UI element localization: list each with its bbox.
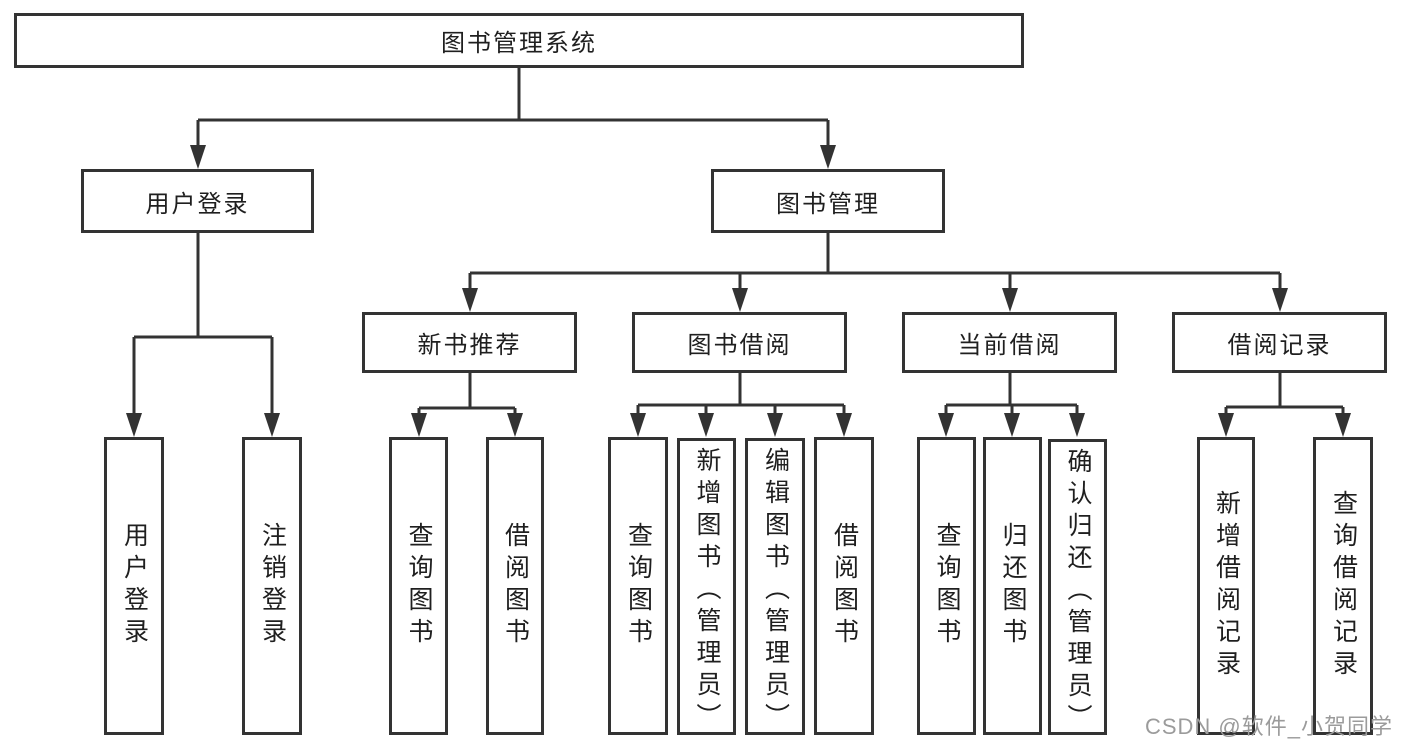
leaf-logout: 注销登录 bbox=[242, 437, 302, 735]
connector-book-borrow-branch bbox=[636, 373, 846, 419]
arrowhead-down-icon bbox=[264, 413, 280, 437]
node-book-borrow: 图书借阅 bbox=[632, 312, 847, 373]
leaf-query-books-borrow: 查询图书 bbox=[608, 437, 668, 735]
arrowhead-down-icon bbox=[190, 145, 206, 169]
leaf-user-login: 用户登录 bbox=[104, 437, 164, 735]
connector-borrow-records-branch bbox=[1224, 373, 1345, 419]
leaf-add-book-admin: 新增图书（管理员） bbox=[677, 438, 736, 735]
node-book-management-module: 图书管理 bbox=[711, 169, 945, 233]
csdn-watermark: CSDN @软件_小贺同学 bbox=[1144, 714, 1393, 739]
node-root-system: 图书管理系统 bbox=[14, 13, 1024, 68]
arrowhead-down-icon bbox=[938, 413, 954, 437]
connector-user-login-branch bbox=[132, 233, 274, 419]
arrowhead-down-icon bbox=[1335, 413, 1351, 437]
arrowhead-down-icon bbox=[462, 288, 478, 312]
node-new-book-recommend: 新书推荐 bbox=[362, 312, 577, 373]
arrowhead-down-icon bbox=[698, 413, 714, 437]
leaf-query-books-recommend: 查询图书 bbox=[389, 437, 448, 735]
arrowhead-down-icon bbox=[411, 413, 427, 437]
arrowhead-down-icon bbox=[1272, 288, 1288, 312]
arrowhead-down-icon bbox=[1004, 413, 1020, 437]
leaf-borrow-books-recommend: 借阅图书 bbox=[486, 437, 544, 735]
connector-current-borrow-branch bbox=[944, 373, 1079, 419]
arrowhead-down-icon bbox=[1069, 413, 1085, 437]
connector-new-book-branch bbox=[417, 373, 517, 419]
arrowhead-down-icon bbox=[507, 413, 523, 437]
leaf-edit-book-admin: 编辑图书（管理员） bbox=[745, 438, 805, 735]
arrowhead-down-icon bbox=[836, 413, 852, 437]
leaf-query-books-current: 查询图书 bbox=[917, 437, 976, 735]
node-borrow-records: 借阅记录 bbox=[1172, 312, 1387, 373]
arrowhead-down-icon bbox=[630, 413, 646, 437]
leaf-query-borrow-record: 查询借阅记录 bbox=[1313, 437, 1373, 735]
leaf-return-books: 归还图书 bbox=[983, 437, 1042, 735]
connector-root-to-level2 bbox=[196, 68, 830, 151]
arrowhead-down-icon bbox=[732, 288, 748, 312]
leaf-add-borrow-record: 新增借阅记录 bbox=[1197, 437, 1255, 735]
node-user-login-module: 用户登录 bbox=[81, 169, 314, 233]
leaf-borrow-books: 借阅图书 bbox=[814, 437, 874, 735]
connector-book-management-branch bbox=[468, 233, 1282, 294]
arrowhead-down-icon bbox=[820, 145, 836, 169]
node-current-borrow: 当前借阅 bbox=[902, 312, 1117, 373]
arrowhead-down-icon bbox=[126, 413, 142, 437]
leaf-confirm-return-admin: 确认归还（管理员） bbox=[1048, 439, 1107, 736]
arrowhead-down-icon bbox=[1002, 288, 1018, 312]
arrowhead-down-icon bbox=[1218, 413, 1234, 437]
arrowhead-down-icon bbox=[767, 413, 783, 437]
